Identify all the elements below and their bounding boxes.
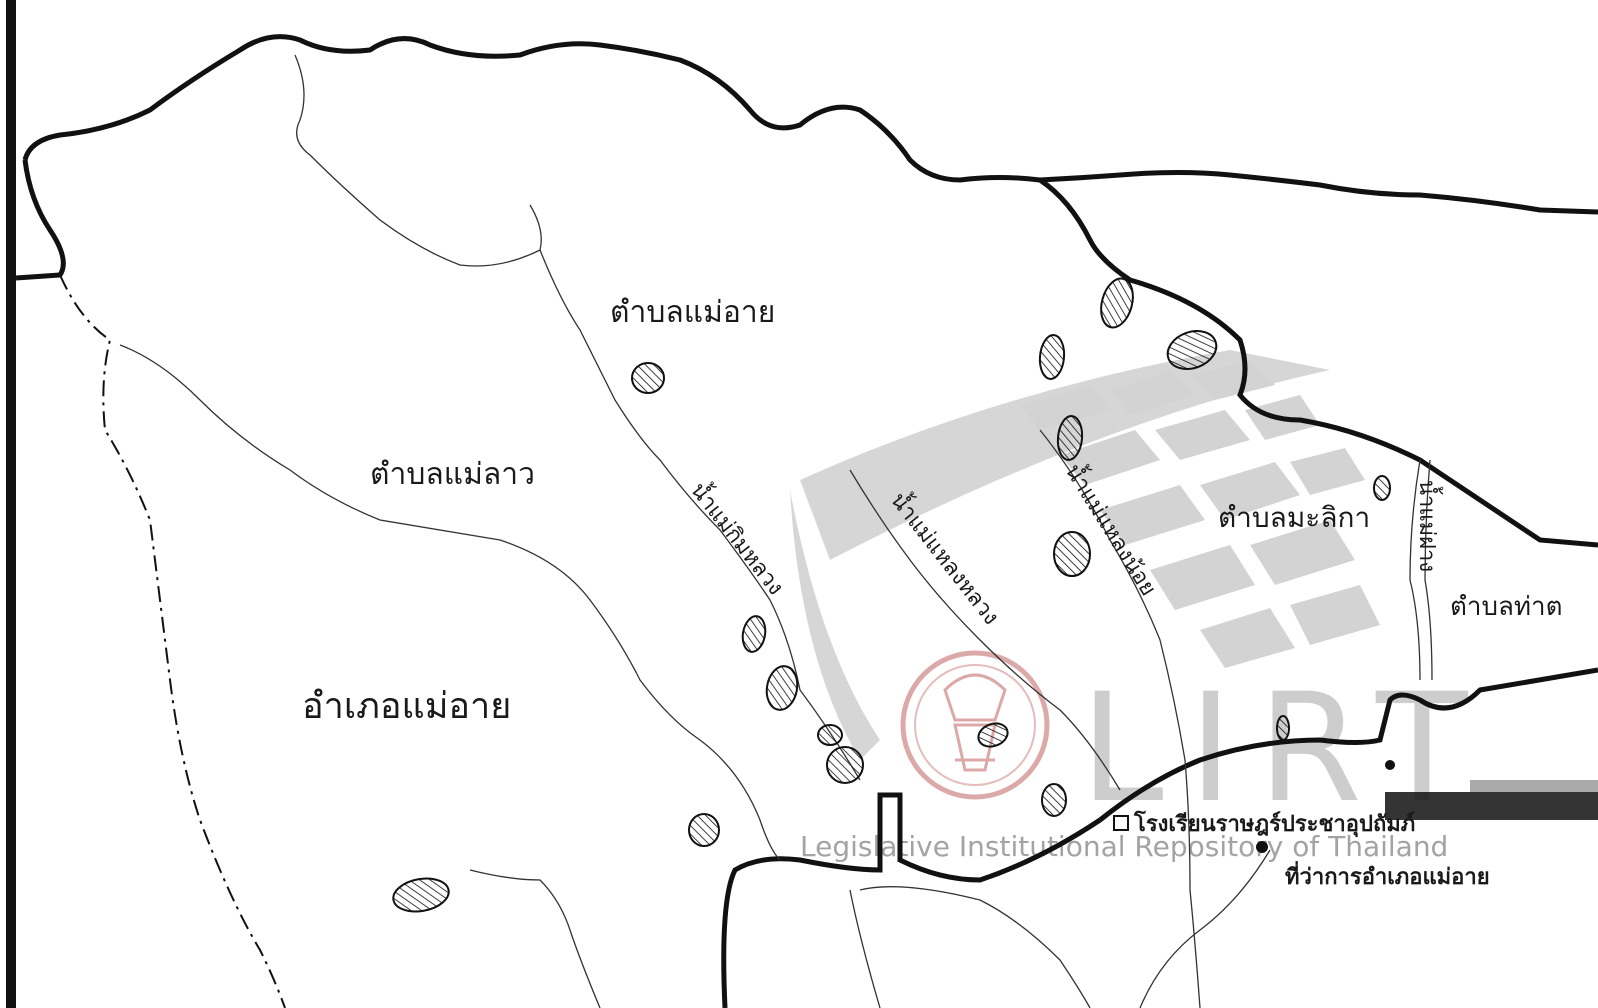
village-marker-icon xyxy=(1385,760,1395,770)
label-mae-ai-subdistrict: ตำบลแม่อาย xyxy=(610,295,775,330)
national-border xyxy=(22,34,1598,215)
label-river-mae-haeng-luang: น้ำแม่แหลงหลวง xyxy=(885,486,1006,630)
label-malika-subdistrict: ตำบลมะลิกา xyxy=(1218,501,1370,534)
watermark-caption: Legislative Institutional Repository of … xyxy=(800,830,1448,863)
label-tha-subdistrict: ตำบลท่าต xyxy=(1450,592,1563,622)
label-school: โรงเรียนราษฎร์ประชาอุปถัมภ์ xyxy=(1133,810,1415,838)
district-boundary-south xyxy=(721,667,1598,1008)
district-boundary-east xyxy=(1038,177,1598,548)
school-marker-icon xyxy=(1113,815,1129,831)
streams xyxy=(119,54,1433,1008)
label-district-office: ที่ว่าการอำเภอแม่อาย xyxy=(1285,860,1490,890)
label-river-mae-kim-luang: น้ำแม่กิมหลวง xyxy=(685,476,791,600)
label-river-fang: น้ำแม่ฝาง xyxy=(1414,480,1443,572)
hatched-areas xyxy=(392,277,1391,913)
label-mae-lao-subdistrict: ตำบลแม่ลาว xyxy=(370,457,535,492)
left-border xyxy=(6,0,16,1008)
scan-shadow xyxy=(1385,792,1598,820)
label-mae-ai-district: อำเภอแม่อาย xyxy=(302,686,511,727)
province-boundary-west xyxy=(59,274,286,1008)
watermark-logo: LIRT Legislative Institutional Repositor… xyxy=(790,350,1468,863)
district-office-marker-icon xyxy=(1256,841,1268,853)
seal-icon xyxy=(900,650,1050,800)
